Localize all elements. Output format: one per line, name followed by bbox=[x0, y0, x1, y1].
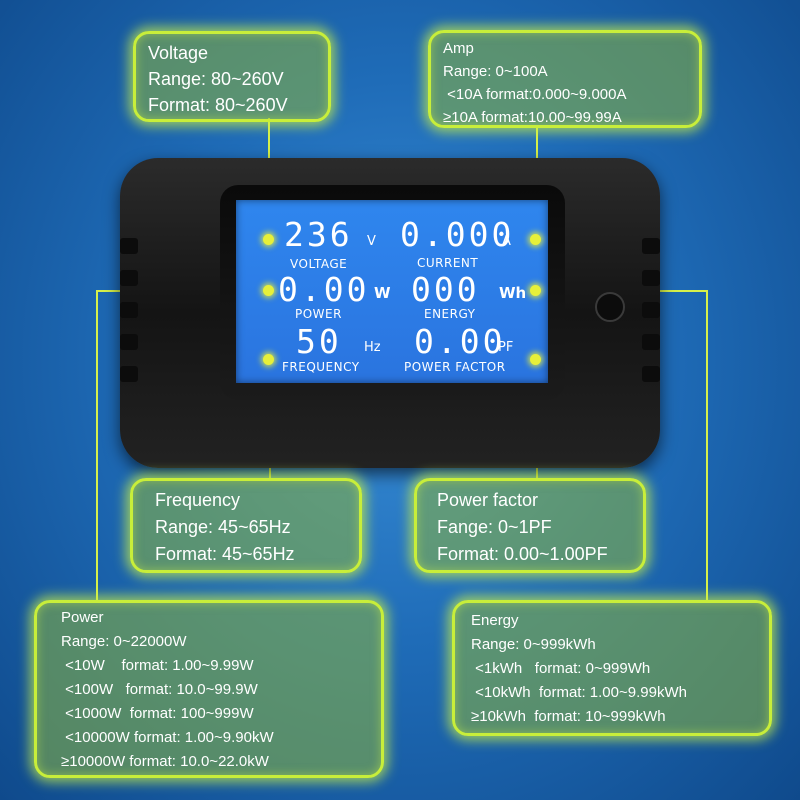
energy-label: ENERGY bbox=[424, 307, 476, 321]
power-callout-line: <1000W format: 100~999W bbox=[61, 705, 254, 722]
power-callout: Power Range: 0~22000W <10W format: 1.00~… bbox=[34, 600, 384, 778]
energy-callout-line: Range: 0~999kWh bbox=[471, 636, 596, 653]
vent-fin bbox=[642, 302, 660, 318]
energy-connector-v bbox=[706, 290, 708, 602]
amp-callout: Amp Range: 0~100A <10A format:0.000~9.00… bbox=[428, 30, 702, 128]
power-callout-title: Power bbox=[61, 609, 104, 626]
frequency-callout-title: Frequency bbox=[155, 490, 241, 510]
power-callout-line: <100W format: 10.0~99.9W bbox=[61, 681, 258, 698]
voltage-value: 236 bbox=[284, 215, 353, 254]
power-value: 0.00 bbox=[278, 270, 370, 309]
current-indicator-dot bbox=[530, 234, 541, 245]
vent-fin bbox=[120, 302, 138, 318]
energy-callout-line: ≥10kWh format: 10~999kWh bbox=[471, 708, 666, 725]
amp-callout-line: <10A format:0.000~9.000A bbox=[443, 86, 627, 103]
frequency-indicator-dot bbox=[263, 354, 274, 365]
energy-unit: Wh bbox=[499, 284, 527, 302]
voltage-label: VOLTAGE bbox=[290, 257, 348, 271]
voltage-indicator-dot bbox=[263, 234, 274, 245]
energy-value: 000 bbox=[411, 270, 480, 309]
energy-callout-line: <1kWh format: 0~999Wh bbox=[471, 660, 651, 677]
frequency-callout: Frequency Range: 45~65Hz Format: 45~65Hz bbox=[130, 478, 362, 573]
vent-fin bbox=[642, 366, 660, 382]
power-factor-callout-line: Fange: 0~1PF bbox=[437, 517, 552, 537]
reset-button[interactable] bbox=[595, 292, 625, 322]
power-factor-label: POWER FACTOR bbox=[404, 360, 506, 374]
current-unit: A bbox=[502, 234, 511, 249]
power-callout-line: <10W format: 1.00~9.99W bbox=[61, 657, 254, 674]
vent-fin bbox=[120, 238, 138, 254]
energy-callout-title: Energy bbox=[471, 612, 519, 629]
power-indicator-dot bbox=[263, 285, 274, 296]
vent-fin bbox=[120, 270, 138, 286]
power-callout-line: <10000W format: 1.00~9.90kW bbox=[61, 729, 274, 746]
voltage-unit: V bbox=[367, 234, 376, 249]
frequency-unit: Hz bbox=[364, 340, 381, 355]
lcd-display: 236 V VOLTAGE 0.000 A CURRENT 0.00 W POW… bbox=[236, 200, 548, 383]
power-factor-callout-line: Format: 0.00~1.00PF bbox=[437, 544, 608, 564]
vent-fin bbox=[642, 238, 660, 254]
voltage-callout-title: Voltage bbox=[148, 43, 209, 63]
power-factor-callout: Power factor Fange: 0~1PF Format: 0.00~1… bbox=[414, 478, 646, 573]
power-callout-line: ≥10000W format: 10.0~22.0kW bbox=[61, 753, 269, 770]
energy-indicator-dot bbox=[530, 285, 541, 296]
voltage-callout: Voltage Range: 80~260V Format: 80~260V bbox=[133, 31, 331, 122]
vent-fin bbox=[120, 334, 138, 350]
current-label: CURRENT bbox=[417, 256, 479, 270]
power-callout-line: Range: 0~22000W bbox=[61, 633, 187, 650]
voltage-callout-line: Format: 80~260V bbox=[148, 95, 288, 115]
power-factor-value: 0.00 bbox=[414, 322, 506, 361]
current-value: 0.000 bbox=[400, 215, 515, 254]
vent-fin bbox=[642, 270, 660, 286]
power-unit: W bbox=[374, 284, 391, 302]
amp-callout-title: Amp bbox=[443, 40, 474, 57]
power-factor-indicator-dot bbox=[530, 354, 541, 365]
power-factor-callout-title: Power factor bbox=[437, 490, 539, 510]
power-factor-unit: PF bbox=[498, 340, 514, 355]
amp-callout-line: Range: 0~100A bbox=[443, 63, 548, 80]
power-connector-v bbox=[96, 290, 98, 602]
amp-callout-line: ≥10A format:10.00~99.99A bbox=[443, 109, 622, 126]
energy-callout-line: <10kWh format: 1.00~9.99kWh bbox=[471, 684, 687, 701]
vent-fin bbox=[120, 366, 138, 382]
power-label: POWER bbox=[295, 307, 342, 321]
frequency-callout-line: Format: 45~65Hz bbox=[155, 544, 295, 564]
energy-callout: Energy Range: 0~999kWh <1kWh format: 0~9… bbox=[452, 600, 772, 736]
frequency-value: 50 bbox=[296, 322, 342, 361]
vent-fin bbox=[642, 334, 660, 350]
frequency-label: FREQUENCY bbox=[282, 360, 360, 374]
frequency-callout-line: Range: 45~65Hz bbox=[155, 517, 291, 537]
voltage-callout-line: Range: 80~260V bbox=[148, 69, 284, 89]
